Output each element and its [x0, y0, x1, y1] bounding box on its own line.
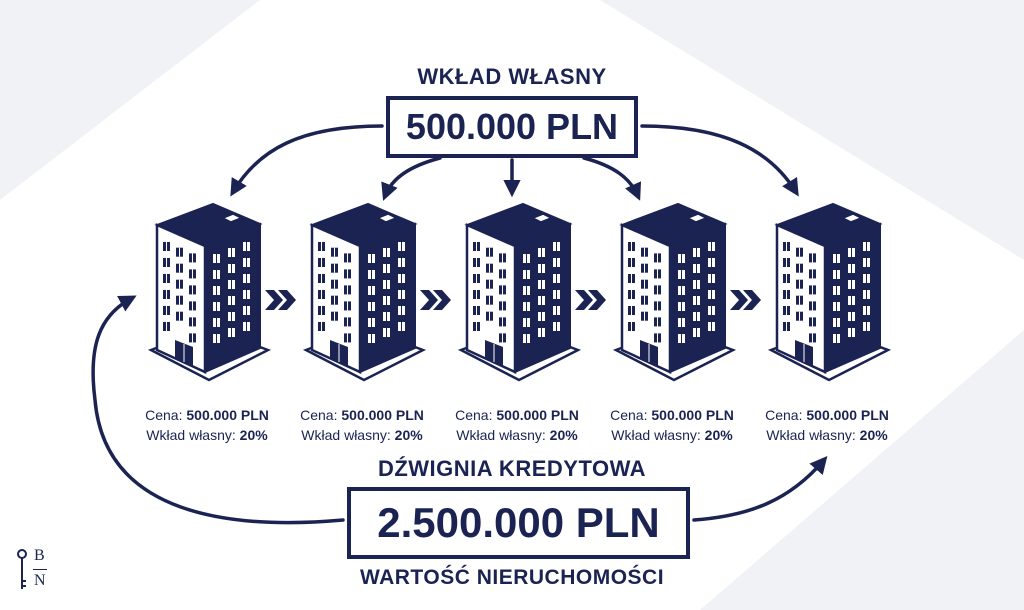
- property-caption: Cena: 500.000 PLN Wkład własny: 20%: [145, 407, 269, 443]
- double-chevron-right-icon: [730, 290, 761, 310]
- building-icon: [302, 202, 427, 382]
- building-icon: [457, 202, 582, 382]
- own-contribution-amount-box: 500.000 PLN: [386, 96, 638, 158]
- building-icon: [612, 202, 737, 382]
- bn-key-logo: B N: [15, 545, 55, 595]
- property-caption: Cena: 500.000 PLN Wkład własny: 20%: [300, 407, 424, 443]
- double-chevron-right-icon: [575, 290, 606, 310]
- double-chevron-right-icon: [420, 290, 451, 310]
- loop-arrow-left: [91, 295, 345, 525]
- arrow-to-building-2: [381, 156, 442, 201]
- logo-letter-top: B: [34, 547, 45, 564]
- property-value-amount-box: 2.500.000 PLN: [347, 487, 690, 559]
- arrow-to-building-1: [230, 124, 384, 197]
- property-caption: Cena: 500.000 PLN Wkład własny: 20%: [455, 407, 579, 443]
- property-caption: Cena: 500.000 PLN Wkład własny: 20%: [765, 407, 889, 443]
- logo-divider: [33, 569, 47, 570]
- building-icon: [767, 202, 892, 382]
- logo-letter-bottom: N: [34, 572, 46, 589]
- arrow-to-building-5: [640, 124, 799, 197]
- own-contribution-amount: 500.000 PLN: [405, 106, 619, 147]
- loop-arrow-right: [692, 456, 828, 522]
- building-icon: [147, 202, 272, 382]
- property-caption: Cena: 500.000 PLN Wkład własny: 20%: [610, 407, 734, 443]
- key-icon: [17, 549, 27, 589]
- property-value-amount: 2.500.000 PLN: [377, 499, 660, 546]
- property-value-caption: WARTOŚĆ NIERUCHOMOŚCI: [359, 566, 665, 589]
- leverage-heading: DŹWIGNIA KREDYTOWA: [377, 456, 647, 481]
- double-chevron-right-icon: [265, 290, 296, 310]
- own-contribution-heading: WKŁAD WŁASNY: [417, 64, 607, 89]
- arrow-to-building-4: [582, 156, 642, 201]
